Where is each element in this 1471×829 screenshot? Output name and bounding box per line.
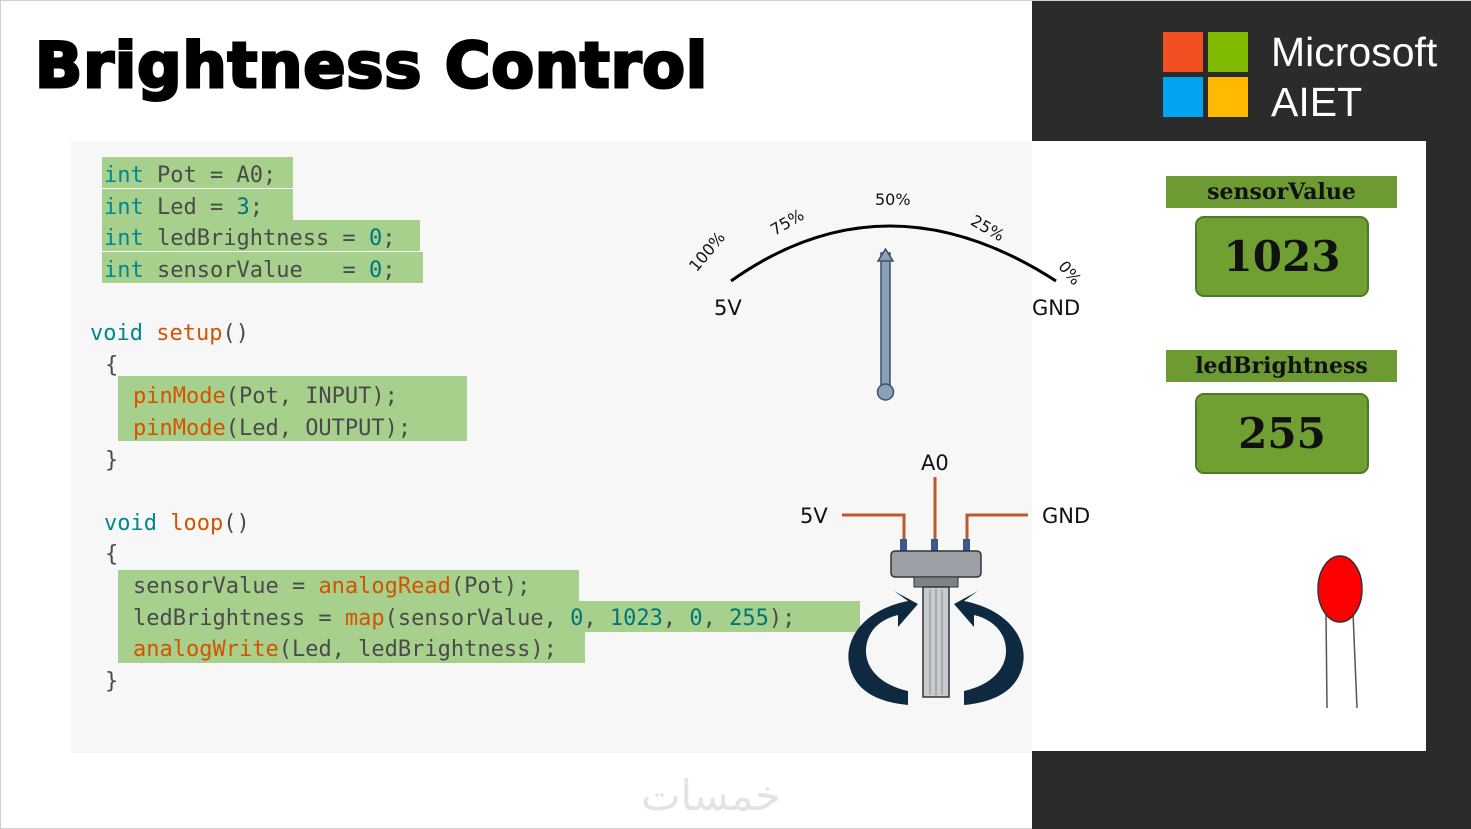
logo-green-square — [1208, 32, 1248, 72]
code-setup-line-1: pinMode(Pot, INPUT); — [133, 384, 398, 409]
needle-pivot — [876, 383, 895, 401]
code-loop-header: void loop() — [104, 511, 250, 536]
code-setup-line-2: pinMode(Led, OUTPUT); — [133, 416, 412, 441]
rotate-arrow-left — [848, 591, 918, 705]
code-global-3: int ledBrightness = 0; — [104, 226, 396, 251]
dial-label-5v: 5V — [714, 296, 742, 320]
code-loop-line-3: analogWrite(Led, ledBrightness); — [133, 637, 557, 662]
highlight-global-4 — [102, 252, 423, 283]
slide-title: Brightness Control — [33, 28, 709, 104]
led-brightness-display: 255 — [1195, 393, 1369, 474]
pot-collar — [913, 576, 959, 588]
code-setup-close: } — [105, 448, 119, 473]
code-loop-line-2: ledBrightness = map(sensorValue, 0, 1023… — [133, 606, 796, 631]
sensor-value-label: sensorValue — [1166, 176, 1397, 208]
sensor-value-display: 1023 — [1195, 216, 1369, 297]
microsoft-logo-icon — [1163, 32, 1249, 118]
led-icon — [1317, 555, 1363, 709]
led-leg-2 — [1352, 612, 1358, 709]
led-bulb — [1317, 555, 1363, 623]
code-setup-open: { — [105, 353, 119, 378]
code-setup-header: void setup() — [90, 321, 249, 346]
highlight-loop-2 — [118, 601, 860, 632]
needle-tip — [876, 247, 895, 262]
pot-pin-gnd-label: GND — [1042, 504, 1091, 528]
code-global-4: int sensorValue = 0; — [104, 258, 396, 283]
highlight-global-3 — [102, 220, 420, 251]
logo-red-square — [1163, 32, 1203, 72]
highlight-global-1 — [102, 157, 293, 188]
brand-line-1: Microsoft — [1271, 29, 1438, 75]
dial-arc — [730, 224, 1057, 283]
code-loop-line-1: sensorValue = analogRead(Pot); — [133, 574, 531, 599]
brand-name: Microsoft AIET — [1271, 27, 1437, 127]
dial-label-gnd: GND — [1032, 296, 1081, 320]
pin-3 — [963, 539, 970, 551]
code-loop-open: { — [105, 542, 119, 567]
pot-pin-5v-label: 5V — [800, 504, 828, 528]
wire-5v — [842, 513, 906, 539]
highlight-loop-1 — [118, 570, 579, 601]
pot-body — [890, 550, 982, 578]
pin-1 — [900, 539, 907, 551]
highlight-loop-3 — [118, 632, 585, 663]
code-global-2: int Led = 3; — [104, 195, 263, 220]
pot-pin-a0-label: A0 — [921, 451, 949, 475]
watermark: خمسات — [641, 771, 782, 820]
led-leg-1 — [1325, 612, 1328, 709]
right-frame — [1426, 141, 1471, 751]
code-loop-close: } — [105, 669, 119, 694]
wire-gnd — [965, 513, 1028, 539]
potentiometer-graphic — [842, 477, 1028, 705]
dial-graphic — [730, 224, 1057, 401]
bottom-frame — [1032, 751, 1471, 829]
led-brightness-label: ledBrightness — [1166, 350, 1397, 382]
brand-line-2: AIET — [1271, 79, 1363, 125]
logo-blue-square — [1163, 77, 1203, 117]
highlight-global-2 — [102, 189, 293, 220]
brand-header — [1032, 1, 1471, 141]
rotate-arrow-right — [954, 591, 1024, 705]
pin-2 — [931, 539, 938, 551]
highlight-setup — [118, 376, 467, 441]
dial-mark-50: 50% — [875, 190, 911, 209]
logo-yellow-square — [1208, 77, 1248, 117]
code-global-1: int Pot = A0; — [104, 163, 277, 188]
needle-shaft — [880, 252, 891, 392]
